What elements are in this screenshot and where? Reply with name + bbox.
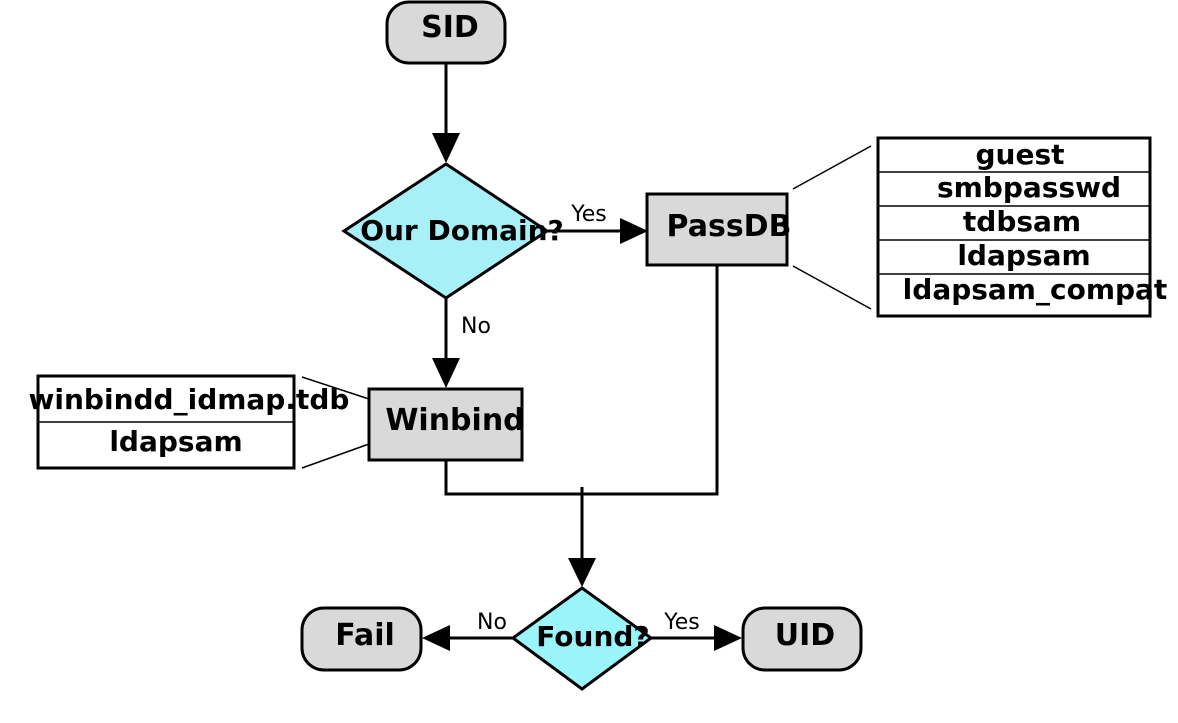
edge-sid-to-domain: [432, 63, 460, 163]
callout-line: [792, 265, 872, 310]
passdb-shape: [645, 192, 789, 267]
edge-domain-to-winbind: No: [432, 298, 491, 388]
winbind-backends-table: winbindd_idmap.tdb ldapsam: [29, 374, 370, 470]
found-label: Found?: [536, 620, 649, 653]
backend-tdbsam: tdbsam: [963, 205, 1081, 238]
callout-line: [301, 443, 370, 469]
our-domain-label: Our Domain?: [360, 214, 564, 247]
edge-domain-to-passdb: Yes: [547, 202, 648, 244]
winbind-node: Winbind: [367, 387, 525, 462]
uid-label: UID: [775, 618, 835, 653]
backends-box: [876, 136, 1152, 318]
backend-ldapsam-compat: ldapsam_compat: [903, 273, 1168, 306]
edge-label-no: No: [461, 314, 491, 339]
fail-node: Fail: [300, 606, 423, 672]
arrowhead: [422, 625, 450, 651]
backend-ldapsam: ldapsam: [957, 239, 1090, 272]
edge-found-to-uid: Yes: [651, 610, 742, 651]
sid-label: SID: [421, 10, 479, 45]
found-node: Found?: [510, 586, 654, 691]
edge-label-no: No: [477, 610, 507, 635]
passdb-node: PassDB: [645, 192, 792, 267]
found-diamond: [510, 586, 654, 691]
backend-winbindd-idmap: winbindd_idmap.tdb: [29, 383, 350, 416]
backend-smbpasswd: smbpasswd: [937, 171, 1121, 204]
passdb-backends-table: guest smbpasswd tdbsam ldapsam ldapsam_c…: [792, 136, 1168, 318]
arrowhead: [714, 625, 742, 651]
our-domain-node: Our Domain?: [341, 162, 564, 300]
uid-node: UID: [741, 606, 863, 672]
arrowhead: [432, 133, 460, 163]
backend-guest: guest: [975, 138, 1064, 171]
edge-merge-to-found: [444, 265, 719, 587]
passdb-label: PassDB: [667, 209, 792, 244]
arrowhead: [620, 218, 648, 244]
arrowhead: [568, 558, 596, 587]
callout-line: [792, 145, 872, 190]
edge-found-to-fail: No: [422, 610, 513, 651]
callout-line: [301, 376, 370, 400]
edge-label-yes: Yes: [663, 610, 700, 635]
backend-ldapsam: ldapsam: [109, 425, 242, 458]
edge-label-yes: Yes: [570, 202, 607, 227]
sid-node: SID: [385, 0, 507, 65]
fail-label: Fail: [335, 618, 395, 653]
arrowhead: [432, 358, 460, 388]
uid-shape: [741, 606, 863, 672]
winbind-label: Winbind: [385, 403, 524, 438]
fail-shape: [300, 606, 423, 672]
